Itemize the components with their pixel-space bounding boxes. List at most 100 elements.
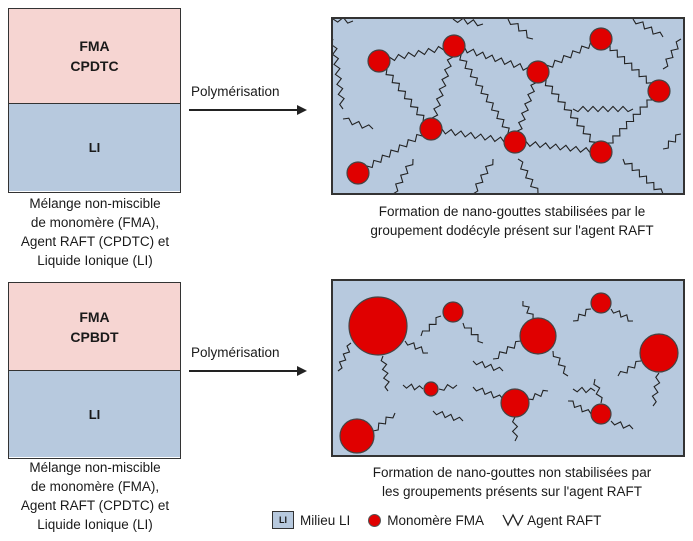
bottom-arrow-label: Polymérisation [191,345,280,360]
legend-item-agent: Agent RAFT [502,513,601,528]
raft-chain [572,308,592,322]
raft-chain [473,158,494,193]
top-nanodroplet-panel [331,17,685,195]
raft-chain [333,19,354,24]
bottom-vial-label-agent: CPBDT [70,328,119,345]
top-vial-label-fma: FMA [79,38,110,54]
raft-chain [537,71,602,153]
raft-chain [380,355,390,392]
raft-chain [462,322,484,344]
zigzag-icon [502,513,524,527]
monomer-droplet [526,60,550,84]
raft-chain [572,105,634,113]
raft-chain [453,45,516,143]
raft-chain [342,117,374,130]
top-vial-monomer-phase: FMA CPDTC [9,9,180,104]
bottom-vial-label-li: LI [88,406,101,422]
bottom-arrow [189,366,307,376]
monomer-droplet [339,418,375,454]
raft-chain [492,340,522,360]
raft-chain [514,139,602,155]
top-left-caption: Mélange non-miscible de monomère (FMA), … [0,194,190,270]
raft-chain [662,133,682,150]
bottom-vial-monomer-phase: FMA CPBDT [9,283,180,371]
monomer-droplet [423,381,439,397]
legend-label-agent: Agent RAFT [527,512,602,528]
caption-line: groupement dodécyle présent sur l'agent … [370,223,654,238]
caption-line: Liquide Ionique (LI) [37,253,153,268]
caption-line: Liquide Ionique (LI) [37,517,153,532]
caption-line: les groupements présents sur l'agent RAF… [382,484,642,499]
raft-chain [453,45,539,74]
raft-chain [632,19,664,38]
raft-chain [378,60,432,130]
raft-chain [393,158,414,193]
top-vial-li-phase: LI [9,104,180,191]
monomer-droplet [639,333,679,373]
caption-line: Formation de nano-gouttes non stabilisée… [372,465,652,480]
monomer-dot-icon [368,513,382,527]
raft-chain [593,378,603,404]
legend-item-li: LI Milieu LI [272,511,350,529]
monomer-droplet [590,292,612,314]
bottom-nanodroplet-panel [331,279,685,457]
top-vial-label-li: LI [88,140,101,155]
caption-line: de monomère (FMA), [30,215,160,230]
monomer-droplet [419,117,443,141]
raft-chain [517,158,539,193]
monomer-droplet [503,130,527,154]
caption-line: Agent RAFT (CPDTC) et [20,234,170,249]
top-arrow [189,105,307,115]
monomer-droplet [348,296,408,356]
bottom-vial-label-fma: FMA [79,308,110,325]
top-panel-drawing [333,19,682,193]
legend: LI Milieu LI Monomère FMA Agent RAFT [272,511,601,529]
raft-chain [527,389,549,401]
raft-chain [552,350,569,377]
monomer-droplet [589,140,613,164]
raft-chain [472,360,504,372]
top-vial-label-agent: CPDTC [70,58,119,74]
bottom-vial: FMA CPBDT LI [8,282,181,459]
raft-chain [420,315,442,337]
raft-chain [452,19,484,27]
raft-chain [372,412,396,432]
raft-chain [610,308,634,322]
raft-chain [572,386,596,394]
raft-chain [622,158,664,193]
monomer-droplet [442,34,466,58]
raft-chain [507,19,534,40]
top-arrow-label: Polymérisation [191,84,280,99]
monomer-droplet [367,49,391,73]
top-vial: FMA CPDTC LI [8,8,181,193]
raft-chain [651,372,661,407]
monomer-droplet [442,301,464,323]
bottom-panel-drawing [337,292,679,454]
raft-chain [432,410,464,422]
raft-chain [600,90,660,153]
raft-chain [333,39,345,110]
legend-label-li: Milieu LI [300,512,351,528]
caption-line: de monomère (FMA), [30,479,160,494]
monomer-droplet [519,317,557,355]
raft-chain [514,71,539,143]
raft-chain [438,383,458,391]
caption-line: Mélange non-miscible [29,196,161,211]
raft-chain [662,38,682,70]
raft-chain [404,340,429,354]
legend-label-monomer: Monomère FMA [387,512,485,528]
raft-chain [378,43,455,64]
monomer-droplet [500,388,530,418]
raft-chain [430,45,455,130]
bottom-left-caption: Mélange non-miscible de monomère (FMA), … [0,458,190,534]
raft-chain [472,386,504,400]
raft-chain [610,420,634,430]
raft-chain [357,128,432,174]
raft-chain [511,416,519,442]
caption-line: Mélange non-miscible [29,460,161,475]
li-medium-swatch: LI [272,511,294,529]
monomer-droplet [346,161,370,185]
legend-item-monomer: Monomère FMA [368,513,484,528]
raft-chain [537,38,602,73]
raft-chain [430,127,516,144]
